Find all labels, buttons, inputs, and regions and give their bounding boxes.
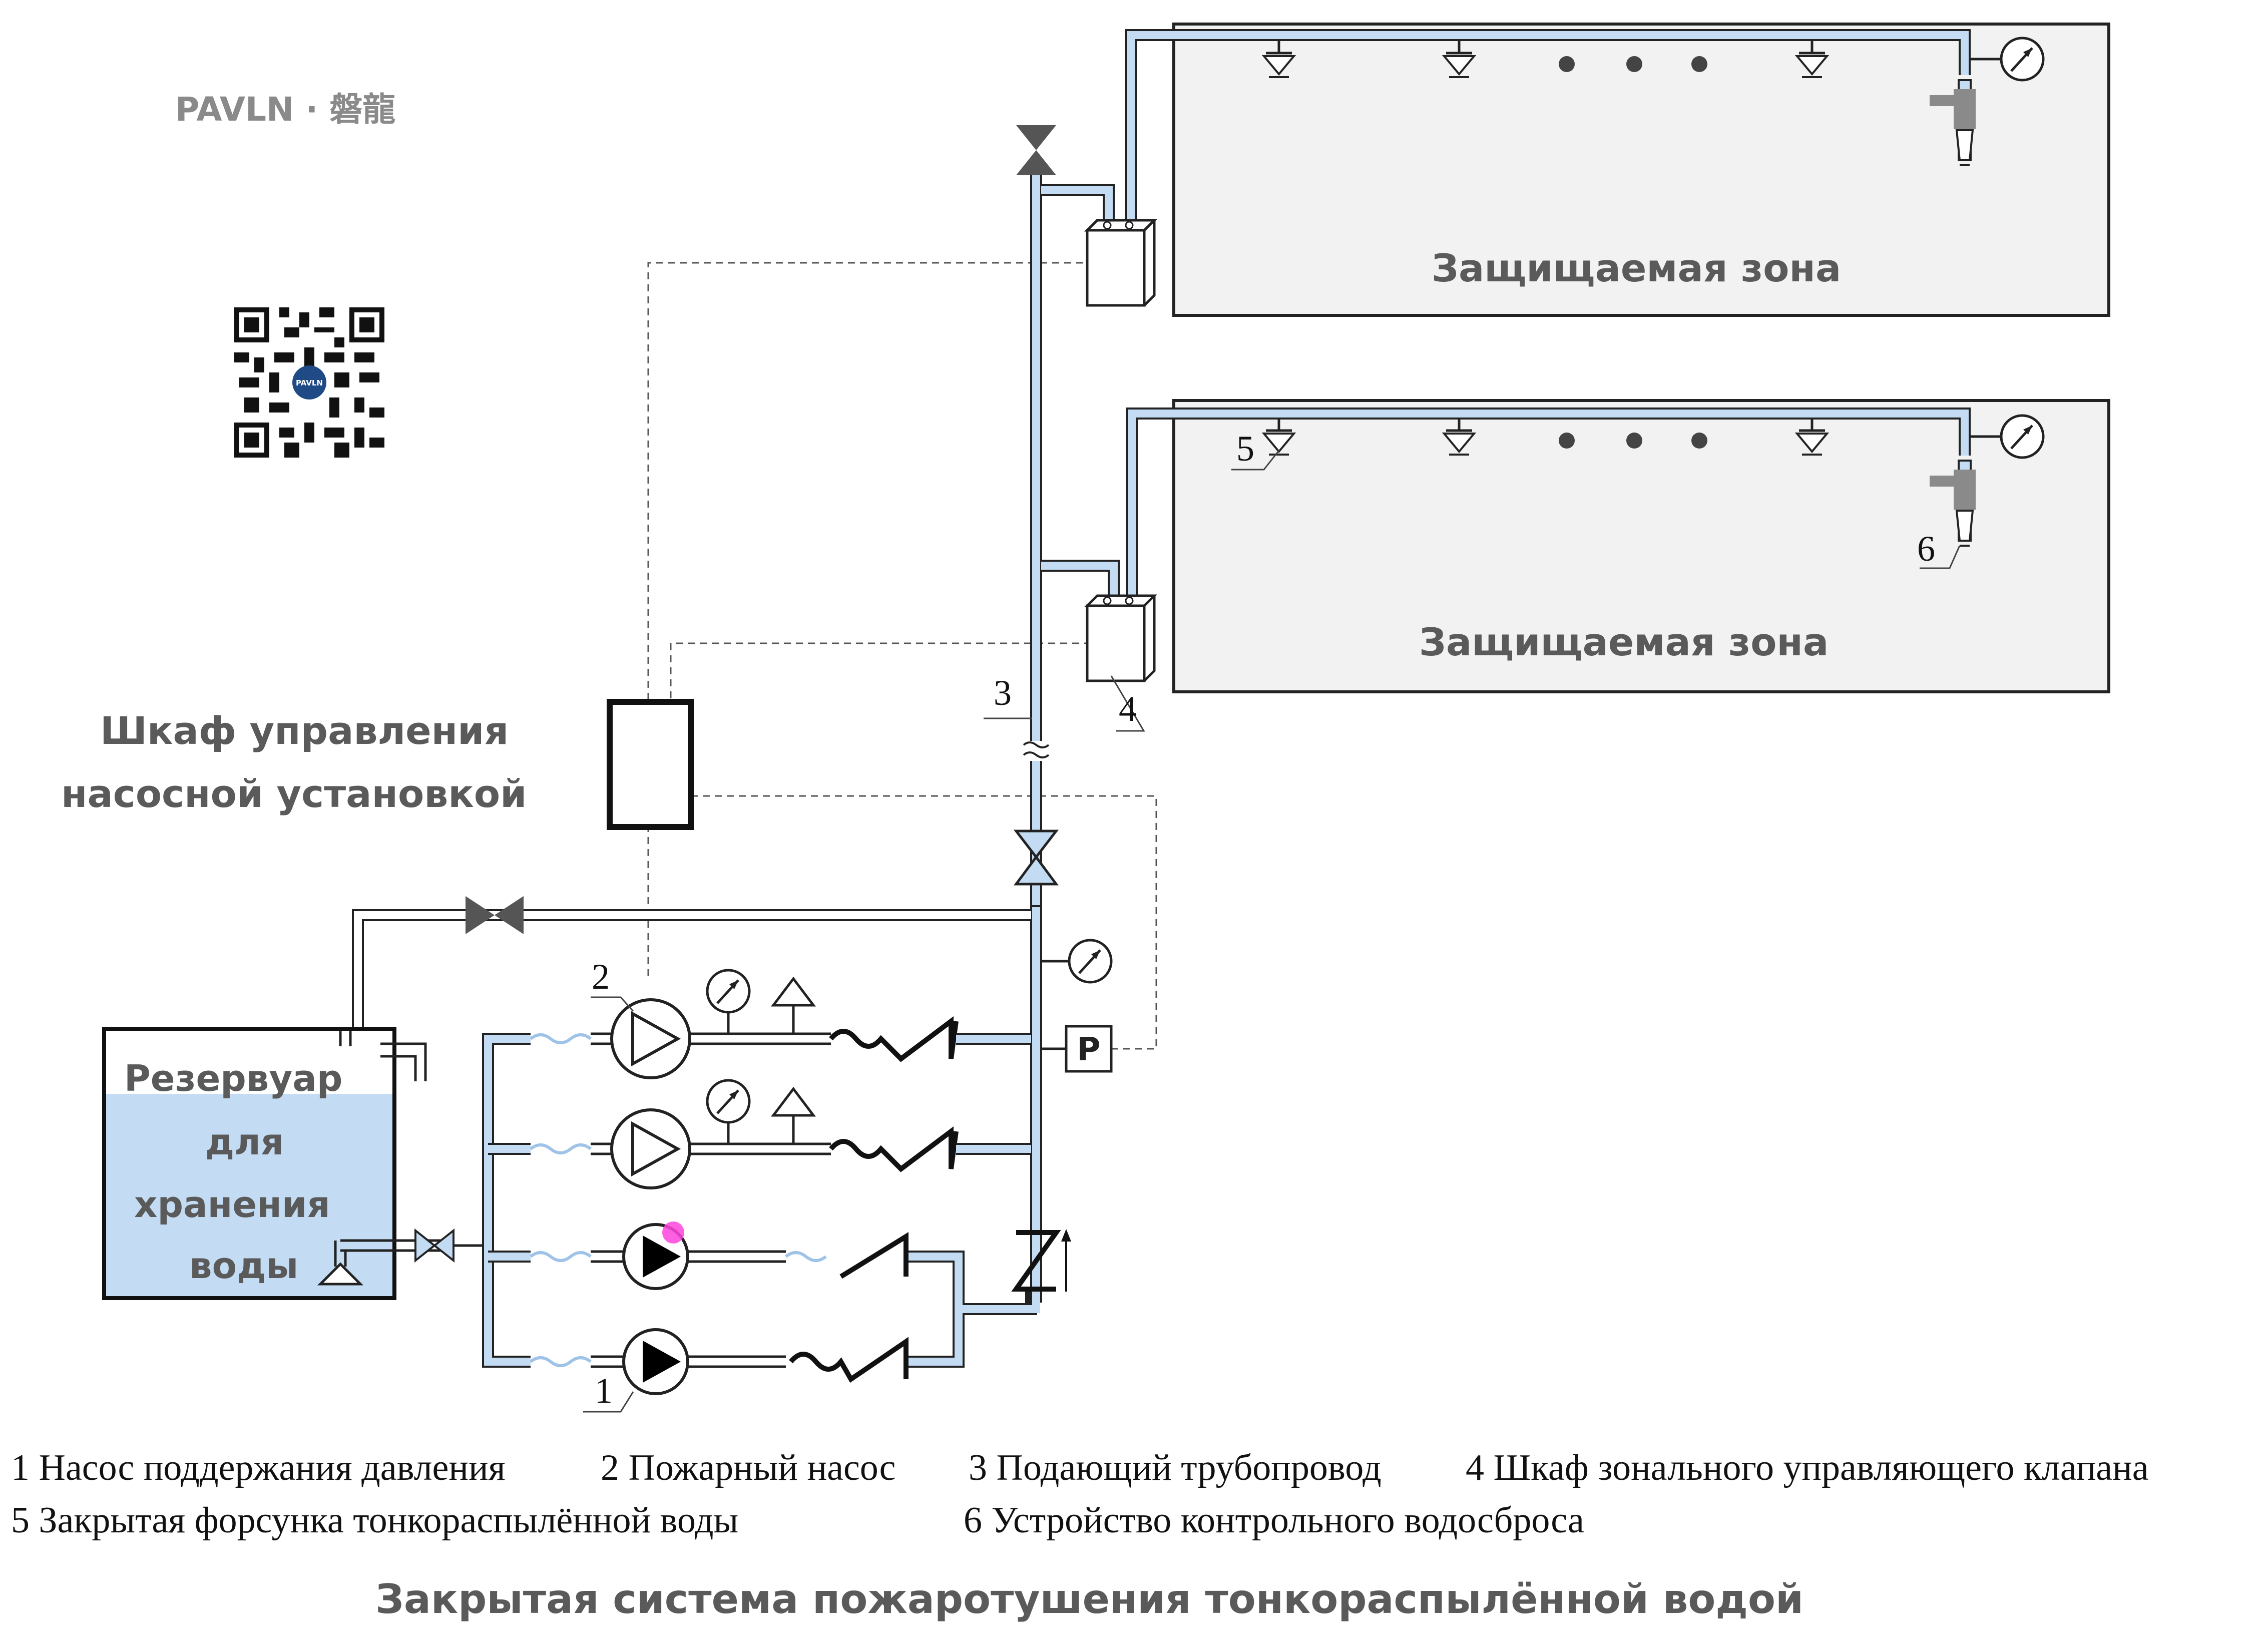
- legend-item-2: 2 Пожарный насос: [601, 1447, 896, 1488]
- ellipsis-dot: [1691, 433, 1707, 449]
- fire-pump-icon: [612, 1000, 690, 1078]
- riser-gauge-icon: [1069, 940, 1111, 982]
- callout-leaders: [583, 450, 1961, 1413]
- discharge-lines: [688, 1032, 831, 1368]
- riser-check-valve-icon: [1011, 1229, 1071, 1292]
- callout-6: 6: [1917, 529, 1935, 569]
- suction-valve-icon: [414, 1228, 486, 1263]
- control-cabinet-label-line1: Шкаф управления: [100, 708, 509, 753]
- legend-row-2: 5 Закрытая форсунка тонкораспылённой вод…: [0, 1502, 2268, 1542]
- svg-text:PAVLN: PAVLN: [296, 378, 323, 387]
- legend-item-6: 6 Устройство контрольного водосброса: [964, 1500, 1584, 1541]
- qr-code-icon: PAVLN: [234, 307, 384, 458]
- legend-row-1: 1 Насос поддержания давления 2 Пожарный …: [0, 1449, 2268, 1489]
- zone-valve-cabinet-icon: [1087, 596, 1154, 681]
- supply-pipe: [1021, 164, 1120, 1303]
- marker-dot: [662, 1221, 684, 1244]
- callout-3: 3: [994, 673, 1012, 713]
- ellipsis-dot: [1626, 433, 1642, 449]
- relief-valve-icon: [770, 976, 816, 1034]
- zone-valve-cabinet-icon: [1087, 220, 1154, 305]
- callout-5: 5: [1236, 429, 1254, 469]
- pressure-switch: [1065, 1025, 1113, 1073]
- fire-pump-icon: [612, 1110, 690, 1188]
- pump-gauge-icon: [707, 1080, 749, 1122]
- legend-item-3: 3 Подающий трубопровод: [969, 1447, 1382, 1488]
- legend-item-4: 4 Шкаф зонального управляющего клапана: [1466, 1447, 2149, 1488]
- zone-pipe-bottom: [1126, 407, 1971, 596]
- callout-1: 1: [595, 1371, 613, 1411]
- brand-logo: PAVLN · 磐龍: [175, 90, 396, 129]
- pump-check-valves: [789, 1016, 959, 1383]
- legend-item-1: 1 Насос поддержания давления: [11, 1447, 506, 1488]
- reservoir-label-line2: для: [205, 1121, 284, 1163]
- ellipsis-dot: [1626, 56, 1642, 72]
- callout-2: 2: [592, 957, 610, 997]
- reservoir: [102, 1027, 440, 1300]
- control-cabinet-label-line2: насосной установкой: [61, 771, 527, 816]
- protected-zone-bottom: [1172, 399, 2110, 693]
- return-valve-icon: [466, 896, 524, 934]
- zone-label-bottom: Защищаемая зона: [1419, 620, 1829, 664]
- reservoir-label-line1: Резервуар: [124, 1057, 343, 1099]
- ellipsis-dot: [1691, 56, 1707, 72]
- flexible-connectors: [530, 1033, 827, 1367]
- ellipsis-dot: [1559, 56, 1575, 72]
- pressure-switch-label: P: [1077, 1031, 1101, 1068]
- pump-control-cabinet: [607, 699, 694, 830]
- callout-4: 4: [1119, 689, 1137, 729]
- reservoir-label-line4: воды: [189, 1245, 299, 1287]
- return-pipe: [352, 909, 1031, 1031]
- control-wiring: [647, 262, 1157, 1050]
- relief-valve-icon: [770, 1086, 816, 1144]
- protected-zone-top: [1172, 23, 2110, 317]
- riser-gate-valve-icon: [1013, 830, 1059, 886]
- pump-gauge-icon: [707, 970, 749, 1012]
- ellipsis-dot: [1559, 433, 1575, 449]
- suction-header: [482, 1033, 531, 1368]
- jockey-pump-icon: [624, 1330, 688, 1394]
- pressure-gauge-icon: [2001, 38, 2043, 80]
- reservoir-label-line3: хранения: [134, 1183, 330, 1226]
- legend-item-5: 5 Закрытая форсунка тонкораспылённой вод…: [11, 1500, 739, 1541]
- zone-label-top: Защищаемая зона: [1432, 246, 1842, 290]
- pressure-gauge-icon: [2001, 416, 2043, 458]
- zone-pipe-top: [1125, 29, 1971, 220]
- diagram-caption: Закрытая система пожаротушения тонкорасп…: [375, 1576, 1804, 1622]
- top-gate-valve-icon: [1016, 125, 1056, 175]
